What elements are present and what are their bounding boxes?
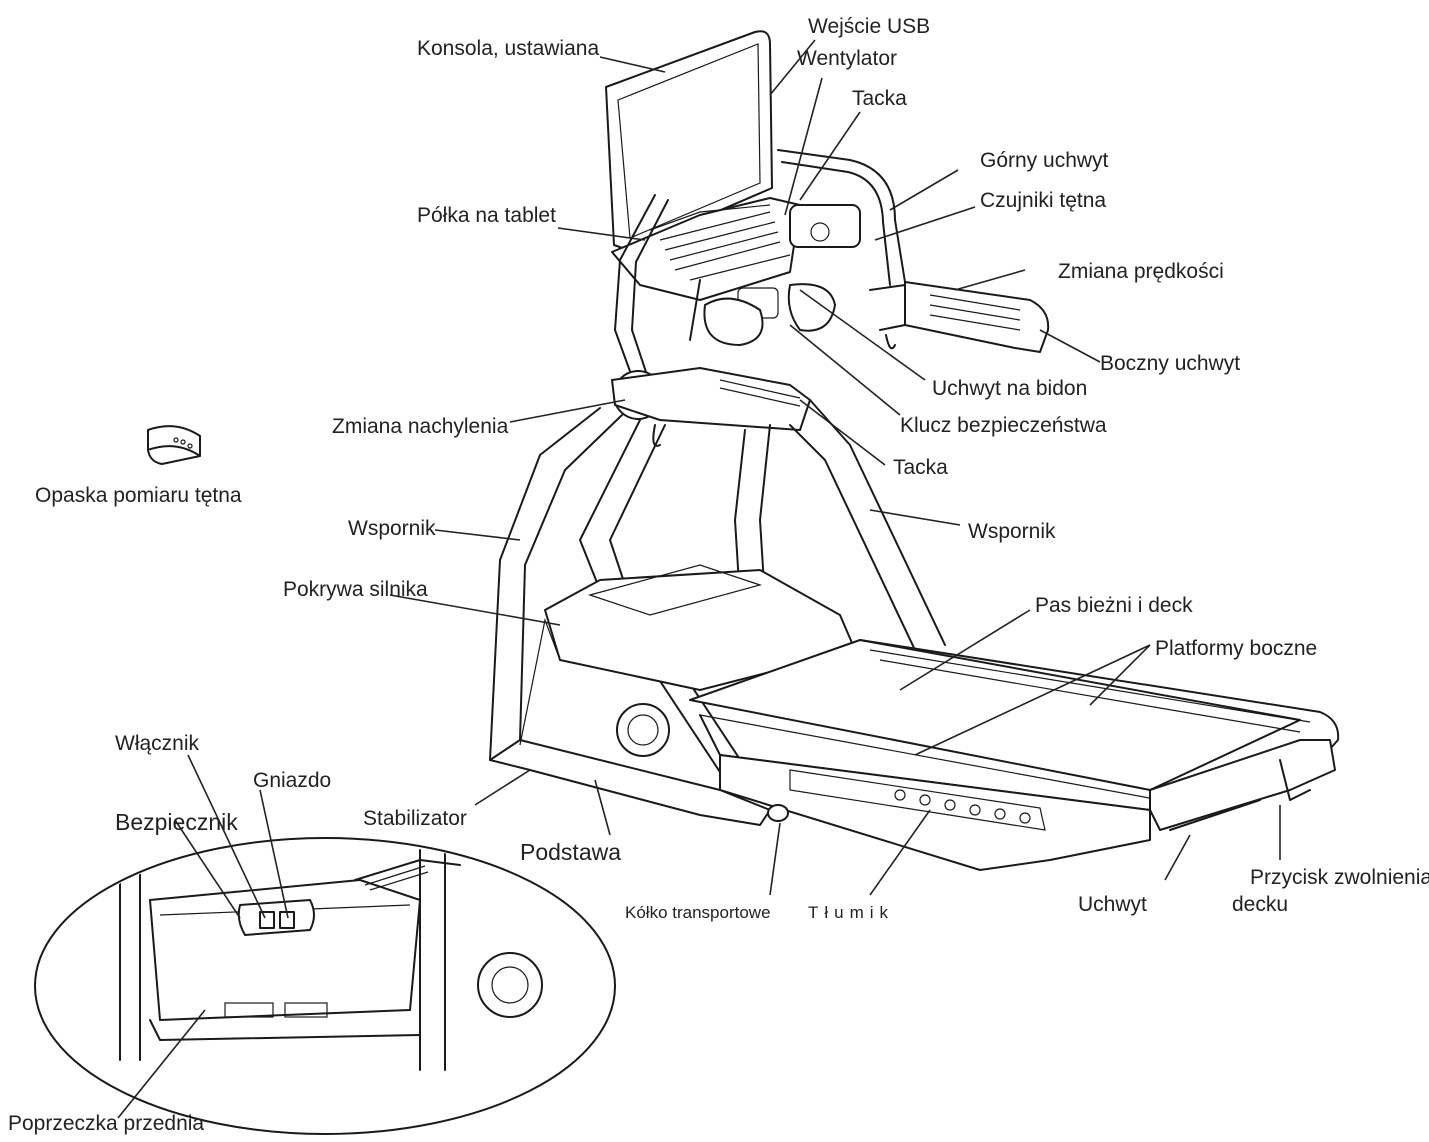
label-deck-release-line1: Przycisk zwolnienia	[1250, 866, 1429, 889]
deck-belt	[689, 639, 1340, 811]
label-usb: Wejście USB	[808, 15, 930, 38]
label-tray-top: Tacka	[852, 87, 907, 110]
label-tray-bottom: Tacka	[893, 456, 948, 479]
label-upper-handle: Górny uchwyt	[980, 149, 1109, 172]
base-frame	[489, 617, 789, 826]
label-motor-cover: Pokrywa silnika	[283, 578, 428, 601]
leader-lines	[117, 39, 1281, 1119]
label-damper: Tłumik	[808, 903, 894, 922]
label-base: Podstawa	[520, 839, 621, 865]
label-support-right: Wspornik	[968, 520, 1056, 543]
label-belt-deck: Pas bieżni i deck	[1035, 594, 1193, 617]
label-safety-key: Klucz bezpieczeństwa	[900, 414, 1107, 437]
zoom-inset	[34, 837, 616, 1135]
label-tablet-shelf: Półka na tablet	[417, 204, 556, 227]
label-handle: Uchwyt	[1078, 893, 1147, 916]
label-side-handle: Boczny uchwyt	[1100, 352, 1240, 375]
upper-handle	[777, 149, 906, 286]
label-fuse: Bezpiecznik	[115, 809, 238, 835]
label-speed-change: Zmiana prędkości	[1058, 260, 1224, 283]
console-body	[611, 197, 836, 346]
label-hr-sensors: Czujniki tętna	[980, 189, 1106, 212]
label-incline-change: Zmiana nachylenia	[332, 415, 509, 438]
heart-rate-strap	[147, 425, 201, 465]
treadmill-illustration	[34, 30, 1340, 1135]
motor-cover	[544, 564, 856, 691]
upright-left	[489, 407, 771, 811]
label-stabilizer: Stabilizator	[363, 807, 467, 830]
label-front-crossbar: Poprzeczka przednia	[8, 1112, 204, 1135]
label-console: Konsola, ustawiana	[417, 37, 599, 60]
part-labels: Wejście USB Konsola, ustawiana Wentylato…	[8, 15, 1429, 1135]
label-fan: Wentylator	[797, 47, 897, 70]
label-bottle-holder: Uchwyt na bidon	[932, 377, 1087, 400]
label-power-switch: Włącznik	[115, 732, 200, 755]
label-support-left: Wspornik	[348, 517, 436, 540]
side-handle-right	[869, 281, 1050, 353]
label-socket: Gniazdo	[253, 769, 331, 792]
label-hr-strap: Opaska pomiaru tętna	[35, 484, 242, 507]
lower-tray	[611, 367, 811, 447]
label-wheel: Kółko transportowe	[625, 903, 771, 922]
rear-end	[1149, 739, 1336, 831]
label-deck-release-line2: decku	[1232, 893, 1288, 916]
label-side-platforms: Platformy boczne	[1155, 637, 1317, 660]
